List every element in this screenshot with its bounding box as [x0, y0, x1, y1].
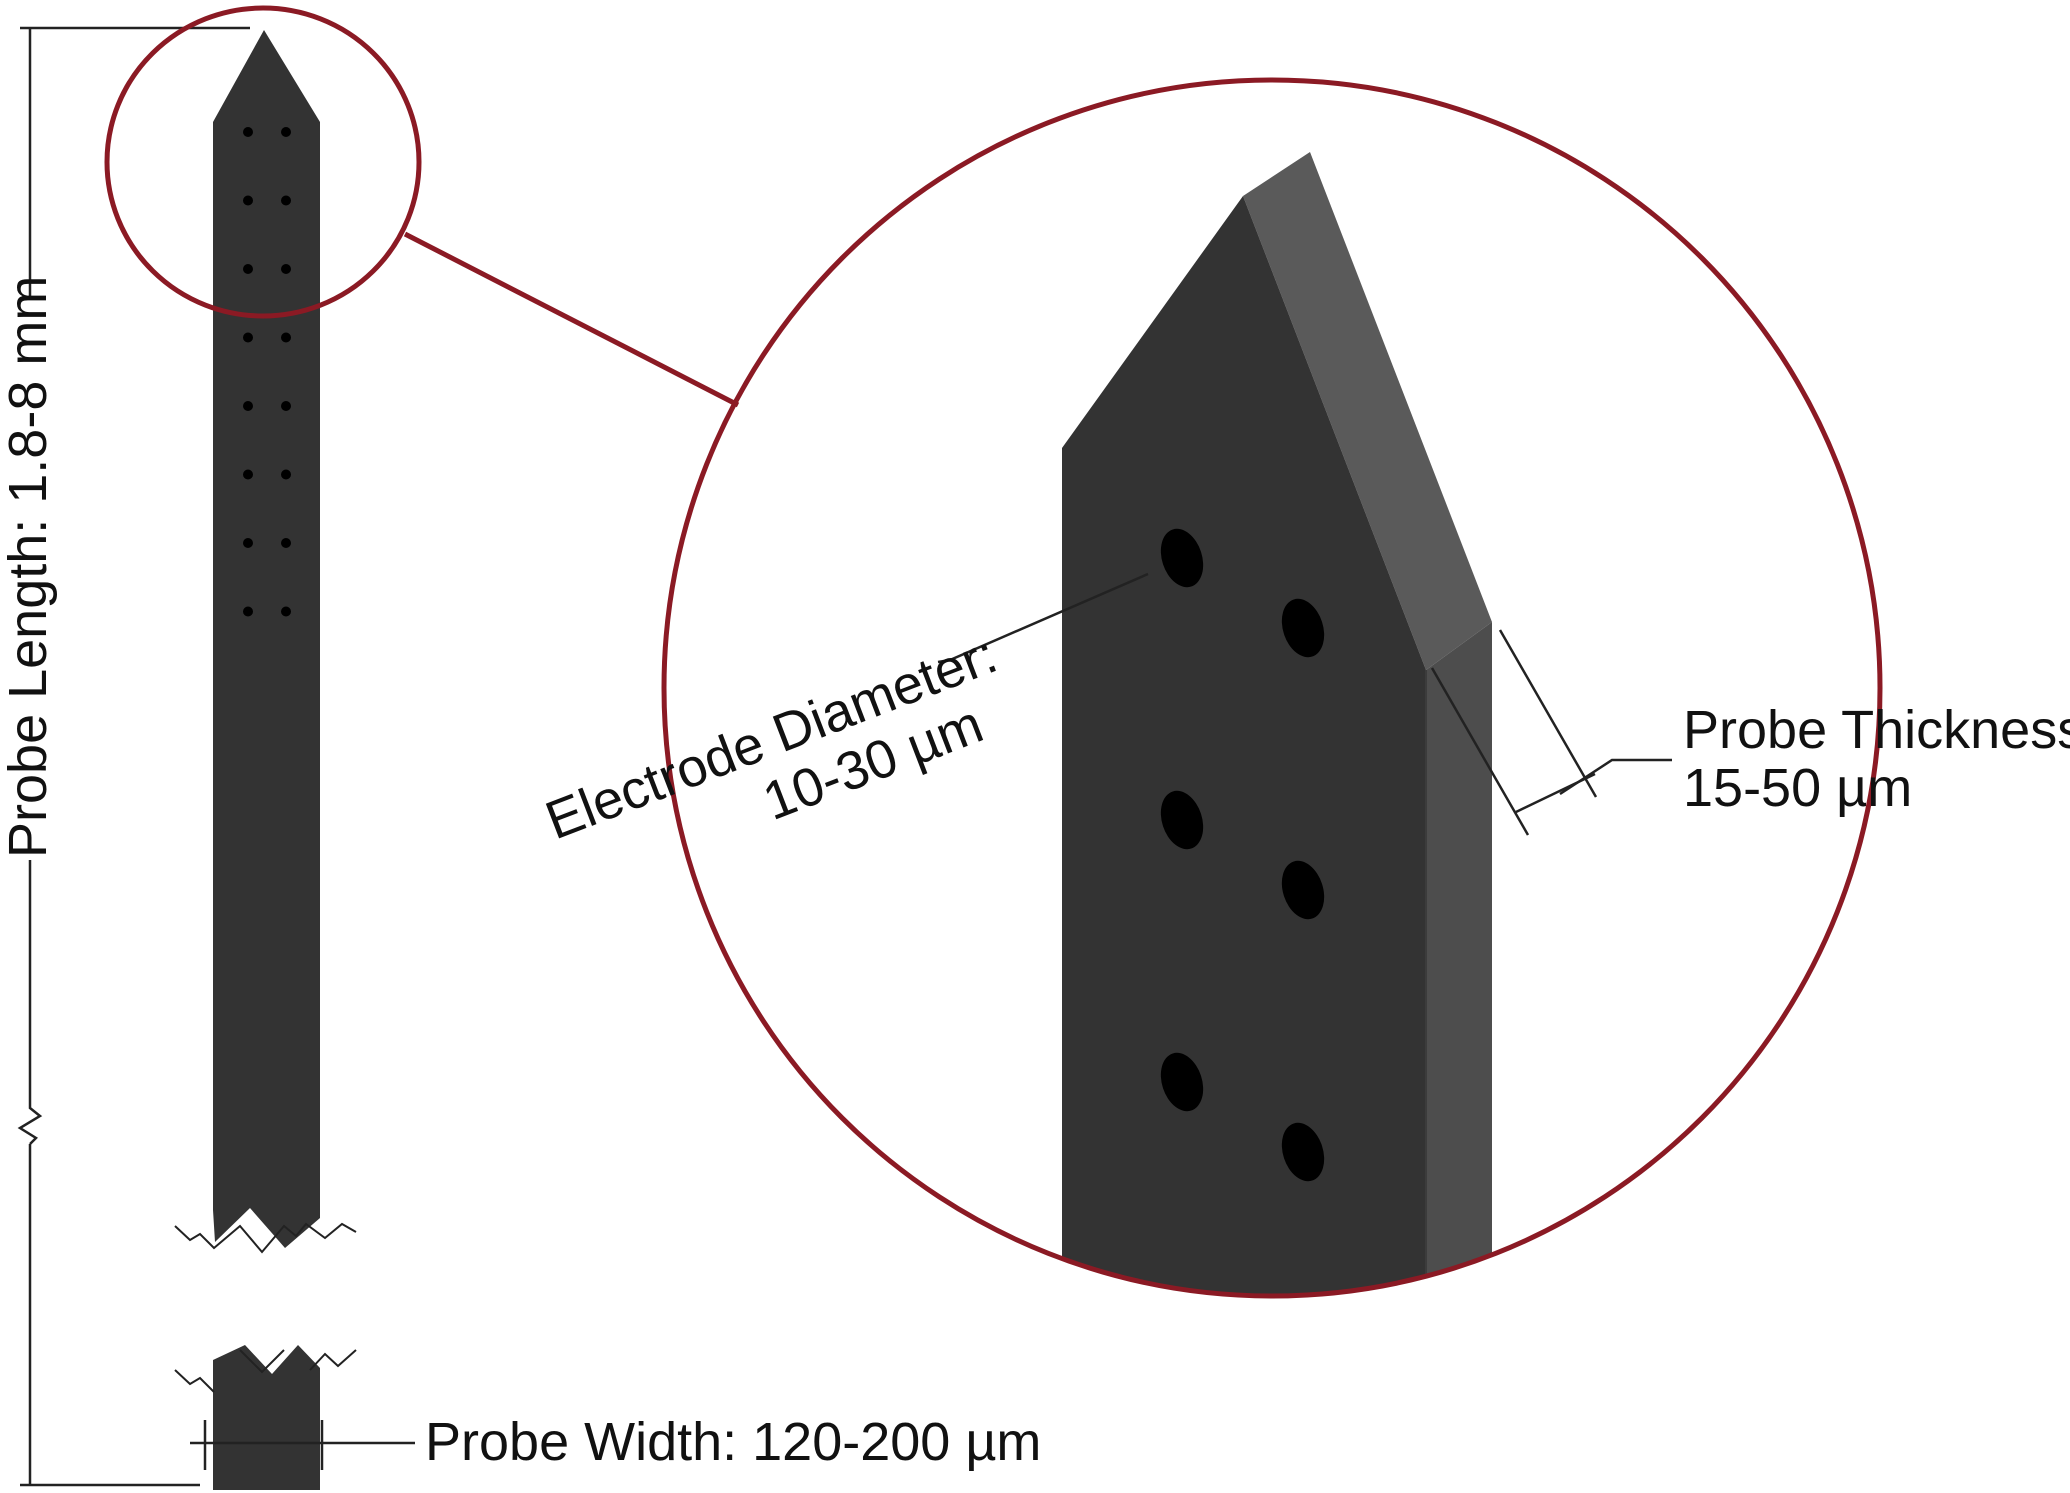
- electrode-site: [1160, 528, 1204, 588]
- zoom-connector-line: [403, 231, 740, 408]
- electrode-dot: [281, 264, 291, 274]
- probe-length-label: Probe Length: 1.8-8 mm: [0, 276, 58, 858]
- electrode-dot: [243, 264, 253, 274]
- electrode-column: [243, 127, 291, 617]
- zoomed-probe: [1062, 152, 1492, 1296]
- electrode-site: [1160, 790, 1204, 850]
- probe-width-label: Probe Width: 120-200 µm: [425, 1412, 1041, 1472]
- electrode-site: [1281, 860, 1325, 920]
- zigzag-break-icon: [174, 1222, 357, 1393]
- electrode-dot: [243, 606, 253, 617]
- electrode-dot: [281, 538, 291, 548]
- electrode-dot: [243, 127, 253, 137]
- electrode-dot: [243, 332, 253, 343]
- overview-probe: [174, 30, 357, 1490]
- electrode-dot: [281, 127, 291, 137]
- probe-shaft-lower: [213, 1345, 320, 1490]
- width-dimension: [190, 1420, 415, 1470]
- zigzag-break-icon: [17, 1100, 43, 1145]
- electrode-site: [1281, 598, 1325, 658]
- probe-thickness-line1: Probe Thickness:: [1683, 700, 2070, 760]
- electrode-site: [1160, 1052, 1204, 1112]
- length-dimension: [17, 26, 250, 1487]
- electrode-site: [1281, 1122, 1325, 1182]
- zoomed-electrodes: [1160, 528, 1325, 1182]
- zoom-circle: [661, 77, 1883, 1299]
- electrode-dot: [281, 606, 291, 617]
- thickness-dimension: [1430, 629, 1672, 836]
- electrode-dot: [243, 195, 253, 206]
- probe-shaft-upper: [213, 30, 320, 1248]
- electrode-diameter-label: Electrode Diameter: 10-30 µm: [538, 624, 1005, 851]
- probe-side-face: [1426, 622, 1492, 1296]
- probe-bevel-face: [1243, 152, 1492, 670]
- probe-thickness-line2: 15-50 µm: [1683, 758, 1912, 818]
- electrode-dot: [281, 332, 291, 343]
- probe-front-face: [1062, 196, 1426, 1296]
- electrode-dot: [243, 538, 253, 548]
- electrode-dot: [243, 401, 253, 411]
- electrode-dot: [281, 195, 291, 206]
- electrode-leader-line: [937, 572, 1149, 664]
- electrode-dot: [281, 469, 291, 480]
- tip-highlight-circle: [104, 5, 422, 319]
- electrode-dot: [243, 469, 253, 480]
- electrode-dot: [281, 401, 291, 411]
